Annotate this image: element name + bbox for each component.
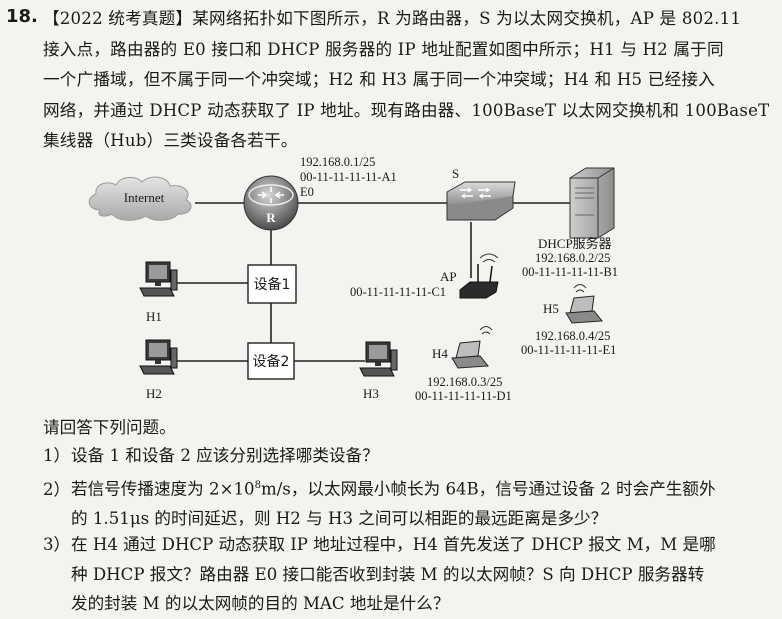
stem-line: 一个广播域，但不属于同一个冲突域；H2 和 H3 属于同一个冲突域；H4 和 H… [43,70,715,89]
device1-label: 设备1 [254,276,291,293]
h1-label: H1 [146,309,162,324]
router-label: R [266,210,276,225]
subquestion-text: m/s，以太网最小帧长为 64B，信号通过设备 2 时会产生额外 [260,479,716,499]
internet-cloud-icon: Internet [88,176,192,221]
switch-icon [446,181,516,221]
h5-label: H5 [543,301,559,316]
exponent: 8 [254,480,261,491]
ap-mac: 00-11-11-11-11-C1 [350,285,446,299]
question-stem: 【2022 统考真题】某网络拓扑如下图所示，R 为路由器，S 为以太网交换机，A… [43,4,775,157]
stem-line: 集线器（Hub）三类设备各若干。 [43,131,298,150]
switch-label: S [452,166,459,181]
h1-computer-icon [139,261,178,297]
subquestion-text: 的 1.51μs 的时间延迟，则 H2 与 H3 之间可以相距的最远距离是多少？ [71,509,608,529]
stem-line: 接入点，路由器的 E0 接口和 DHCP 服务器的 IP 地址配置如图中所示；H… [43,39,724,59]
dhcp-mac: 00-11-11-11-11-B1 [522,265,618,279]
h3-label: H3 [363,386,379,401]
subquestion-label: 1） [43,446,71,465]
subquestion-text: 若信号传播速度为 2×10 [71,479,255,499]
subquestion-text: 发的封装 M 的以太网帧的目的 MAC 地址是什么？ [71,594,450,613]
stem-line: 【2022 统考真题】某网络拓扑如下图所示，R 为路由器，S 为以太网交换机，A… [43,9,742,28]
subquestion-3: 3）在 H4 通过 DHCP 动态获取 IP 地址过程中，H4 首先发送了 DH… [43,530,778,619]
access-point-icon [459,253,499,299]
subquestion-1: 1）设备 1 和设备 2 应该分别选择哪类设备？ [43,441,778,471]
device1-box [247,264,297,304]
h3-computer-icon [359,341,398,377]
h4-label: H4 [432,346,448,361]
dhcp-server-icon [569,167,615,239]
subquestion-label: 2） [43,479,71,499]
subquestion-text: 在 H4 通过 DHCP 动态获取 IP 地址过程中，H4 首先发送了 DHCP… [71,535,716,554]
internet-label: Internet [124,190,165,205]
ap-label: AP [440,269,457,284]
device2-box [247,342,295,380]
stem-line: 网络，并通过 DHCP 动态获取了 IP 地址。现有路由器、100BaseT 以… [43,100,770,120]
questions-prompt: 请回答下列问题。 [43,418,176,437]
h4-ip: 192.168.0.3/25 [427,375,502,389]
router-mac: 00-11-11-11-11-A1 [300,170,397,184]
subquestion-label: 3） [43,535,71,554]
h5-ip: 192.168.0.4/25 [535,329,610,343]
device2-label: 设备2 [253,353,290,370]
subquestion-2: 2）若信号传播速度为 2×108m/s，以太网最小帧长为 64B，信号通过设备 … [43,471,778,534]
dhcp-ip: 192.168.0.2/25 [535,251,610,265]
h2-label: H2 [146,386,162,401]
links [172,202,570,362]
h2-computer-icon [139,339,178,375]
router-port-e0: E0 [300,185,314,199]
router-icon: R [243,175,299,231]
question-number: 18. [6,6,38,27]
subquestion-text: 设备 1 和设备 2 应该分别选择哪类设备？ [71,446,379,465]
router-ip: 192.168.0.1/25 [300,155,375,169]
h5-laptop-icon [565,284,603,324]
dhcp-name: DHCP服务器 [538,236,612,251]
h4-laptop-icon [451,326,493,369]
h5-mac: 00-11-11-11-11-E1 [521,343,616,357]
subquestion-text: 种 DHCP 报文？路由器 E0 接口能否收到封装 M 的以太网帧？S 向 DH… [71,564,705,584]
h4-mac: 00-11-11-11-11-D1 [415,389,512,403]
